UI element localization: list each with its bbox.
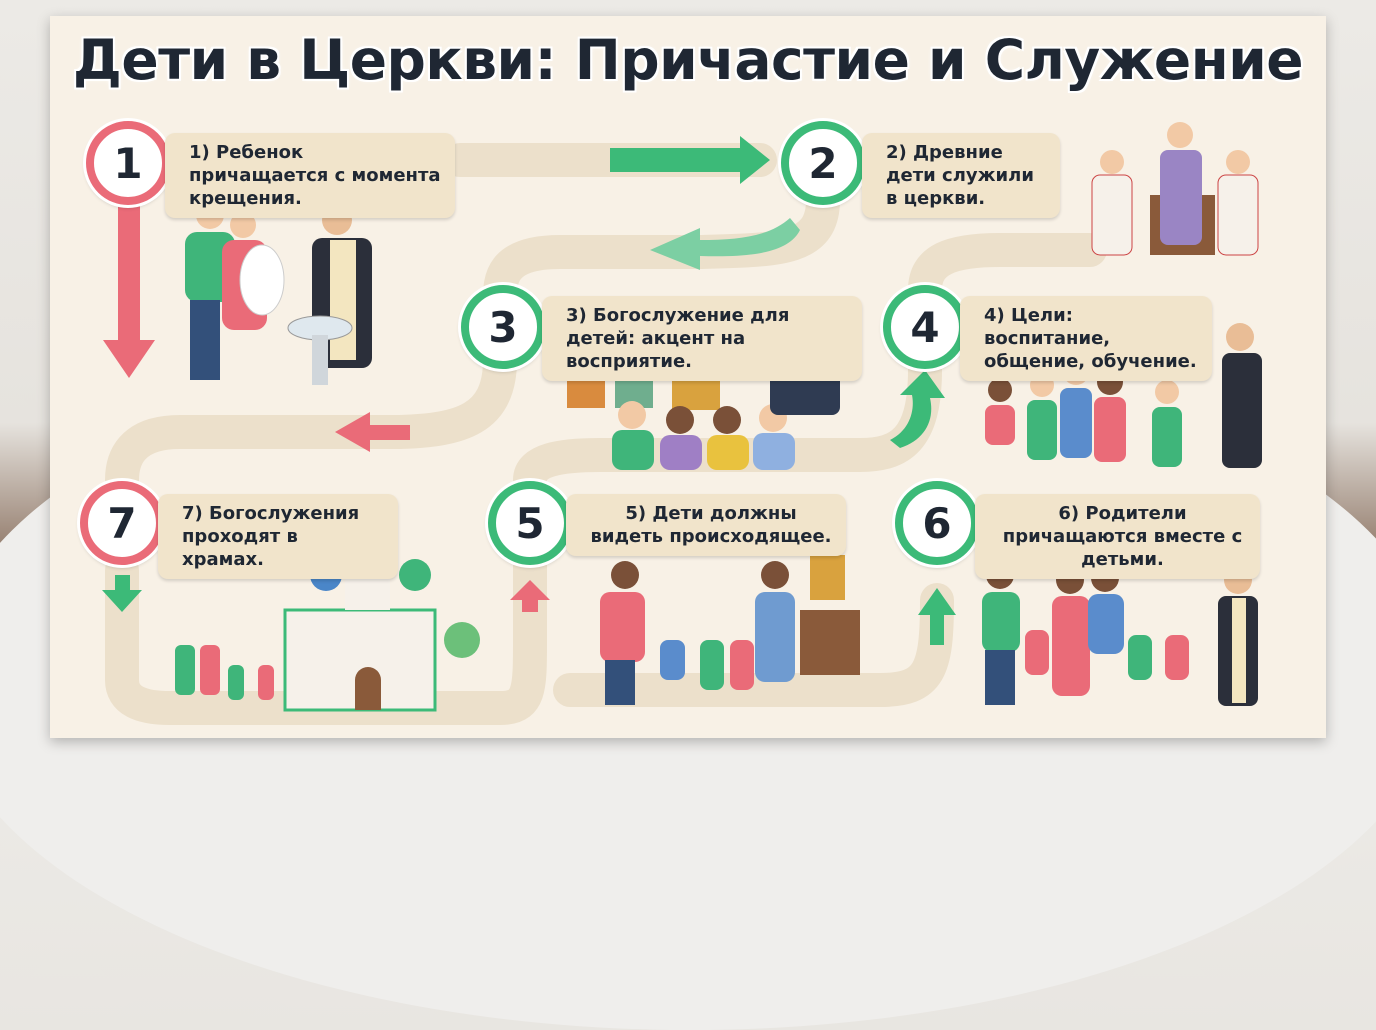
step-3-label: 3) Богослужение для детей: акцент на вос… (542, 296, 862, 381)
step-4-badge: 4 (883, 285, 967, 369)
step-1-label: 1) Ребенок причащается с момента крещени… (165, 133, 455, 218)
illustration-altar-servers (1091, 122, 1259, 256)
step-3-badge: 3 (461, 285, 545, 369)
path-road (102, 122, 1262, 725)
arrow-left-icon (335, 412, 410, 452)
step-4-label: 4) Цели: воспитание, общение, обучение. (960, 296, 1212, 381)
step-6-label: 6) Родители причащаются вместе с детьми. (975, 494, 1260, 579)
arrow-up-icon (918, 588, 956, 645)
arrow-down-icon (102, 575, 142, 612)
arrow-up-icon (890, 370, 945, 448)
step-2-label: 2) Древние дети служили в церкви. (862, 133, 1060, 218)
arrows (102, 136, 956, 645)
illustration-baptism (185, 201, 372, 385)
step-5-label: 5) Дети должны видеть происходящее. (566, 494, 846, 556)
step-7-label: 7) Богослужения проходят в храмах. (158, 494, 398, 579)
arrow-curve-icon (650, 218, 800, 270)
arrow-right-icon (610, 136, 770, 184)
step-2-badge: 2 (781, 121, 865, 205)
page-title: Дети в Церкви: Причастие и Служение (72, 28, 1304, 92)
arrow-up-icon (510, 580, 550, 612)
illustration-family-communion (982, 561, 1258, 706)
illustration-children-watching (600, 555, 860, 705)
step-6-badge: 6 (895, 481, 979, 565)
step-5-badge: 5 (488, 481, 572, 565)
step-7-badge: 7 (80, 481, 164, 565)
arrow-down-icon (103, 205, 155, 378)
step-1-badge: 1 (86, 121, 170, 205)
